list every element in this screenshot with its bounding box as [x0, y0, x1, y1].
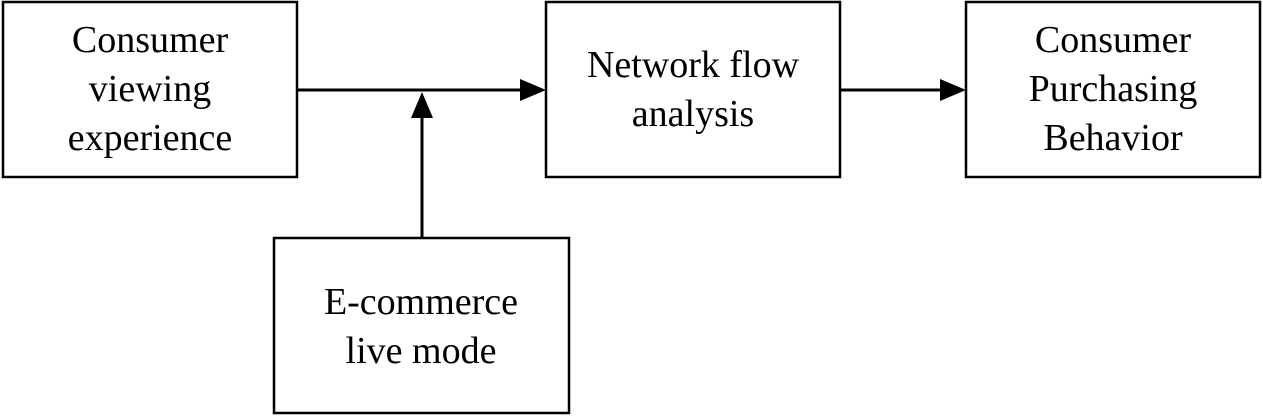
node-purchasing-line-1: Consumer [1035, 19, 1192, 61]
edge-viewing-to-network-arrowhead [520, 79, 546, 101]
edge-network-to-purchasing-arrowhead [940, 79, 966, 101]
node-viewing-line-2: viewing [89, 68, 211, 110]
node-viewing-box [1, 0, 299, 179]
node-ecommerce-box [272, 236, 571, 415]
node-viewing-line-3: experience [68, 117, 233, 159]
node-consumer-viewing-experience: Consumer viewing experience [1, 0, 299, 179]
node-network-flow-analysis: Network flow analysis [544, 0, 842, 179]
node-purchasing-line-2: Purchasing [1029, 68, 1198, 110]
node-ecommerce-live-mode: E-commerce live mode [272, 236, 571, 415]
node-network-box [544, 0, 842, 179]
edge-ecommerce-arrowhead [411, 92, 433, 118]
node-viewing-line-1: Consumer [72, 19, 229, 61]
edge-viewing-to-network [297, 79, 546, 101]
edge-network-to-purchasing [840, 79, 966, 101]
edge-ecommerce-to-main-flow [411, 92, 433, 238]
node-ecommerce-line-1: E-commerce [324, 281, 518, 323]
node-network-line-2: analysis [632, 93, 754, 135]
node-consumer-purchasing-behavior: Consumer Purchasing Behavior [964, 0, 1262, 179]
node-purchasing-line-3: Behavior [1043, 117, 1183, 159]
node-network-line-1: Network flow [587, 44, 800, 86]
node-purchasing-box [964, 0, 1262, 179]
node-ecommerce-line-2: live mode [346, 330, 497, 372]
